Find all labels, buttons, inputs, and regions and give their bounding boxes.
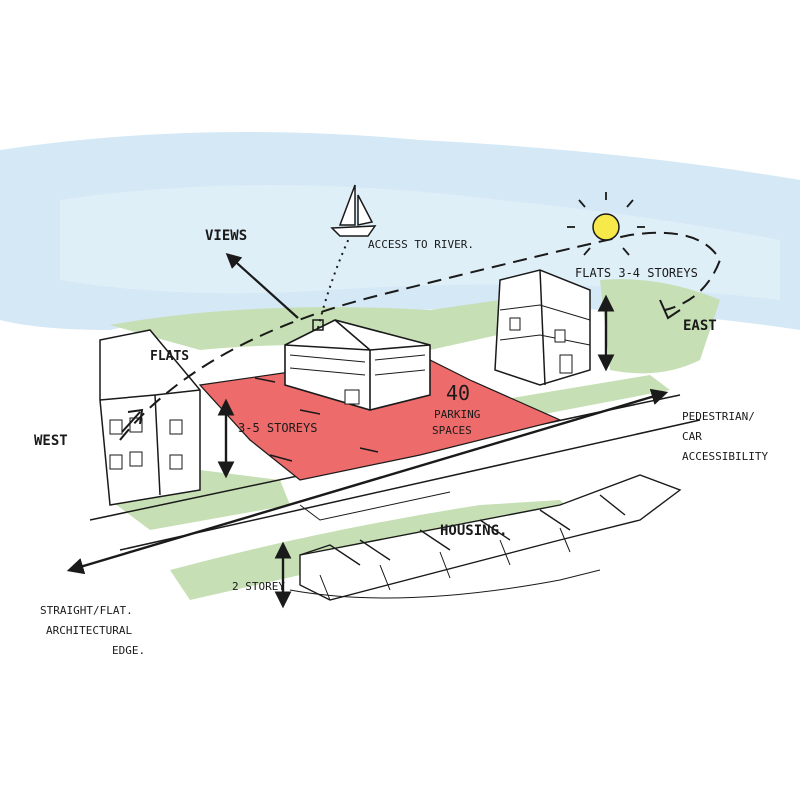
access-point-marker xyxy=(312,319,324,331)
label-edge-line3: EDGE. xyxy=(112,644,145,657)
label-2-storey: 2 STOREY xyxy=(232,580,285,593)
views-arrow xyxy=(225,252,299,319)
label-parking-number: 40 xyxy=(446,381,470,405)
green-east xyxy=(600,279,720,374)
label-east: EAST xyxy=(683,318,717,334)
label-housing: HOUSING. xyxy=(440,523,507,539)
label-access-to-river: ACCESS TO RIVER. xyxy=(368,238,474,251)
label-pedestrian-line1: PEDESTRIAN/ xyxy=(682,410,755,423)
label-parking-line2: SPACES xyxy=(432,424,472,437)
sun-icon xyxy=(567,192,645,256)
green-riverbank xyxy=(110,300,520,350)
label-3-5-storeys: 3-5 STOREYS xyxy=(238,421,317,435)
label-flats-west: FLATS xyxy=(150,349,189,364)
label-views: VIEWS xyxy=(205,228,247,244)
sailboat-icon xyxy=(330,184,377,237)
north-arrow-icon xyxy=(659,299,681,320)
label-pedestrian-line3: ACCESSIBILITY xyxy=(682,450,768,463)
river-wash-light xyxy=(60,185,780,300)
sun-path-line xyxy=(119,231,722,441)
label-flats-east: FLATS 3-4 STOREYS xyxy=(575,266,698,280)
west-wind-arrow-icon xyxy=(121,408,144,433)
label-parking-line1: PARKING xyxy=(434,408,480,421)
access-to-river-line xyxy=(317,235,351,329)
label-west: WEST xyxy=(34,433,68,449)
label-edge-line2: ARCHITECTURAL xyxy=(46,624,132,637)
road-access-arrow xyxy=(66,388,669,575)
label-edge-line1: STRAIGHT/FLAT. xyxy=(40,604,133,617)
east-flats-building xyxy=(494,269,591,386)
label-pedestrian-line2: CAR xyxy=(682,430,702,443)
